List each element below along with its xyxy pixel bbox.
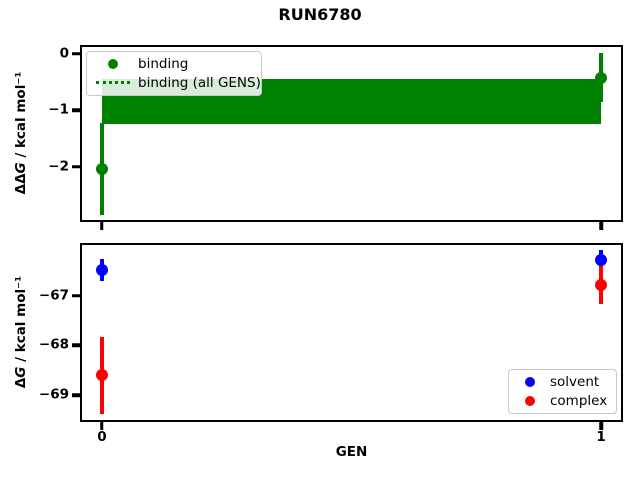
legend-label: binding (all GENS) xyxy=(138,74,261,91)
g-variable: G xyxy=(13,162,29,174)
x-tick xyxy=(599,220,603,230)
g-variable: G xyxy=(13,366,29,378)
legend-entry: binding xyxy=(95,55,253,74)
y-tick-label: −1 xyxy=(48,101,69,118)
binding-point-gen0 xyxy=(95,163,108,176)
x-tick-label: 0 xyxy=(97,429,107,445)
legend-label: complex xyxy=(550,392,608,409)
y-tick xyxy=(72,343,82,348)
y-tick xyxy=(72,165,82,169)
y-tick-label: −68 xyxy=(38,336,69,353)
x-tick xyxy=(100,220,104,230)
legend-marker-column xyxy=(517,395,543,406)
legend-label: solvent xyxy=(550,374,600,391)
binding-dot-icon xyxy=(108,59,118,70)
dotted-line-icon xyxy=(96,81,130,85)
legend-entry: complex xyxy=(517,392,608,411)
units-text: / kcal mol⁻¹ xyxy=(13,71,29,163)
legend-marker-column xyxy=(517,377,543,388)
dg-y-axis-label: ΔG / kcal mol⁻¹ xyxy=(13,276,29,388)
legend-entry: solvent xyxy=(517,373,608,392)
x-tick xyxy=(100,420,104,430)
delta-symbol: Δ xyxy=(13,377,29,389)
figure-title: RUN6780 xyxy=(278,5,362,24)
x-axis-label: GEN xyxy=(335,444,368,460)
y-tick-label: −2 xyxy=(48,158,69,175)
legend-entry: binding (all GENS) xyxy=(95,74,261,93)
binding-point-gen1 xyxy=(595,71,608,84)
legend-label: binding xyxy=(138,56,189,73)
y-tick xyxy=(72,393,82,397)
complex-dot-icon xyxy=(525,395,535,406)
y-tick-label: 0 xyxy=(59,45,69,62)
y-tick xyxy=(72,52,82,56)
y-tick xyxy=(72,108,82,113)
legend-marker-column xyxy=(95,59,131,70)
solvent-point-gen1 xyxy=(595,254,608,267)
x-tick xyxy=(599,420,603,430)
solvent-dot-icon xyxy=(525,377,535,388)
y-tick xyxy=(72,293,82,298)
complex-point-gen0 xyxy=(95,369,108,382)
complex-point-gen1 xyxy=(595,278,608,291)
ddg-y-axis-label: ΔΔG / kcal mol⁻¹ xyxy=(13,72,29,195)
legend-marker-column xyxy=(95,81,131,85)
delta-delta-symbol: ΔΔ xyxy=(13,173,29,195)
solvent-point-gen0 xyxy=(95,263,108,276)
x-tick-label: 1 xyxy=(596,429,606,445)
units-text: / kcal mol⁻¹ xyxy=(13,275,29,367)
y-tick-label: −67 xyxy=(38,286,69,303)
y-tick-label: −69 xyxy=(38,386,69,403)
